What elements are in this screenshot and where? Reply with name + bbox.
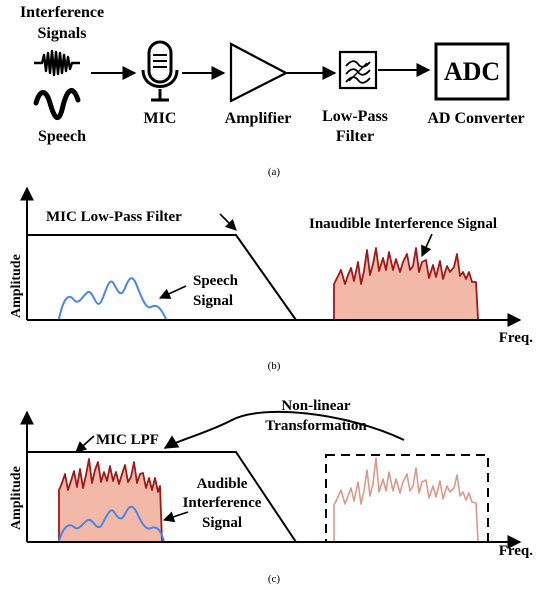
mic-lpf-label-c: MIC LPF — [96, 432, 159, 448]
speech-label: Speech — [38, 128, 86, 145]
speech-signal-label-line1: Speech — [193, 273, 239, 289]
interference-label-line2: Signals — [38, 25, 87, 42]
nonlinear-label-line1: Non-linear — [281, 398, 351, 414]
panel-b: Amplitude Freq. MIC Low-Pass Filter Spee… — [9, 186, 534, 372]
x-axis-label-c: Freq. — [499, 543, 534, 559]
lpf-label-line1: Low-Pass — [322, 108, 388, 125]
microphone-icon — [141, 40, 179, 102]
amplifier-label: Amplifier — [225, 110, 292, 127]
mic-lpf-label-b: MIC Low-Pass Filter — [46, 209, 182, 225]
caption-a: (a) — [268, 166, 281, 178]
mic-lpf-pointer-c — [75, 435, 95, 453]
y-axis-label-b: Amplitude — [9, 254, 24, 318]
amplifier-icon — [229, 42, 289, 103]
nonlinear-transformation-arrow — [163, 410, 405, 449]
audible-pointer-c — [162, 511, 189, 523]
audible-label-line2: Interference — [183, 495, 262, 511]
speech-pointer-b — [158, 285, 187, 299]
nonlinear-label-line2: Transformation — [265, 418, 367, 434]
caption-c: (c) — [268, 573, 281, 585]
audible-interference-signal-c — [58, 458, 163, 542]
y-axis-label-c: Amplitude — [9, 466, 24, 530]
caption-b: (b) — [268, 360, 281, 372]
audible-label-line3: Signal — [202, 515, 242, 531]
adc-caption: AD Converter — [427, 110, 524, 127]
panel-c: Amplitude Freq. MIC LPF Audible Interfer… — [9, 398, 533, 585]
adc-box — [434, 42, 510, 101]
mic-lpf-curve-c — [27, 451, 297, 543]
inaudible-interference-label: Inaudible Interference Signal — [309, 216, 497, 232]
speech-wave-icon — [33, 88, 81, 121]
panel-a: Interference Signals Speech MIC Amplifie… — [20, 4, 525, 178]
audible-label-line1: Audible — [197, 476, 248, 492]
inaudible-pointer-b — [421, 233, 433, 258]
mic-label: MIC — [144, 110, 177, 127]
interference-wave-icon — [34, 49, 80, 77]
speech-signal-c — [58, 505, 165, 542]
mic-lpf-curve-b — [27, 234, 297, 321]
lpf-label-line2: Filter — [336, 128, 374, 145]
x-axis-label-b: Freq. — [499, 330, 534, 346]
faded-interference-signal-c — [333, 457, 479, 542]
interference-fill-b — [334, 248, 478, 319]
interference-label-line1: Interference — [20, 4, 104, 21]
speech-signal-label-line2: Signal — [193, 293, 233, 309]
speech-signal-b — [58, 277, 167, 320]
interference-signal-b — [333, 247, 479, 320]
nonlinear-source-box — [325, 454, 489, 543]
low-pass-filter-icon — [338, 50, 378, 90]
adc-box-label: ADC — [444, 57, 500, 86]
mic-lpf-pointer-b — [219, 213, 237, 231]
